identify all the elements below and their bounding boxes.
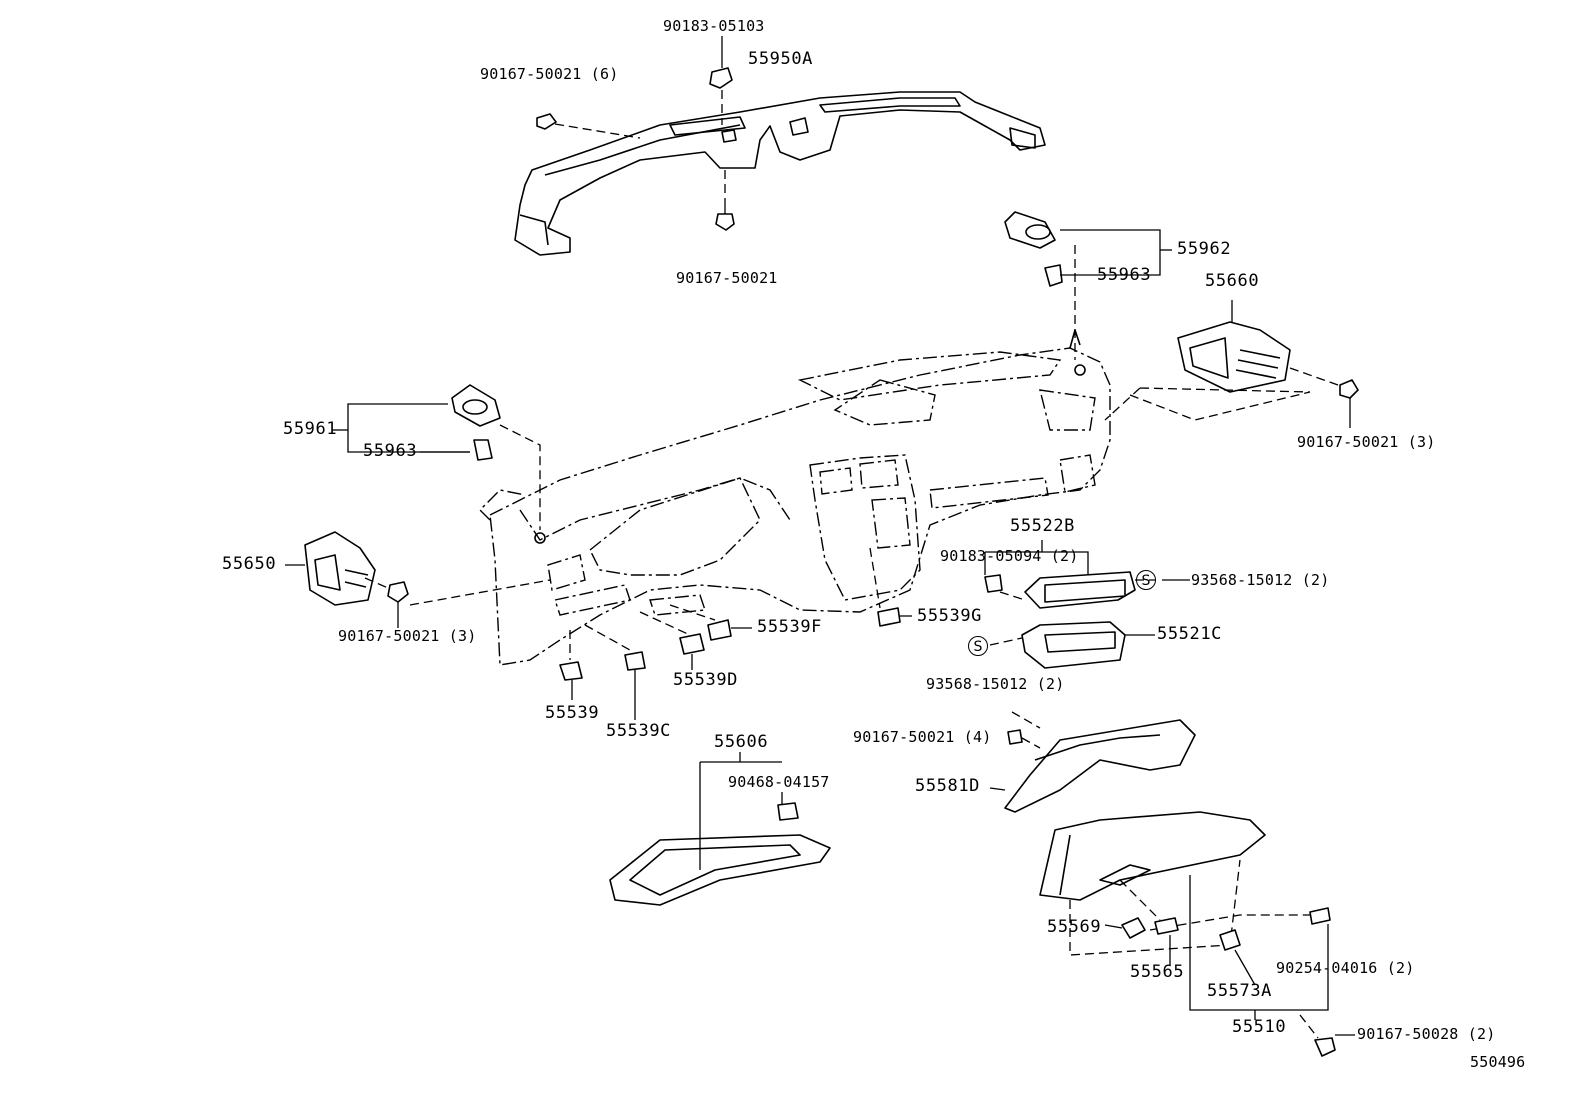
label-55539d: 55539D xyxy=(673,670,739,690)
label-55962: 55962 xyxy=(1177,239,1232,259)
label-55539g: 55539G xyxy=(917,606,983,626)
label-93568-15012-2-a: 93568-15012 (2) xyxy=(1191,571,1330,589)
register-55650-drawing xyxy=(304,531,376,606)
label-55539: 55539 xyxy=(545,703,600,723)
side-vent-55961-drawing xyxy=(451,384,501,461)
heater-duct-55950a xyxy=(514,91,1046,256)
label-90183-05103: 90183-05103 xyxy=(663,17,765,35)
label-55510: 55510 xyxy=(1232,1017,1287,1037)
label-90167-50021-3-left: 90167-50021 (3) xyxy=(338,627,477,645)
label-93568-15012-2-b: 93568-15012 (2) xyxy=(926,675,1065,693)
label-55565: 55565 xyxy=(1130,962,1185,982)
switch-55539f-drawing xyxy=(707,619,732,641)
label-90167-50028-2: 90167-50028 (2) xyxy=(1357,1025,1496,1043)
switch-55539d-drawing xyxy=(679,633,705,655)
diagram-id: 550496 xyxy=(1470,1053,1526,1071)
label-90254-04016-2: 90254-04016 (2) xyxy=(1276,959,1415,977)
s-symbol-a: S xyxy=(1136,570,1156,590)
bezel-55521c-drawing xyxy=(1021,621,1126,669)
label-55521c: 55521C xyxy=(1157,624,1223,644)
label-90183-05094-2: 90183-05094 (2) xyxy=(940,547,1079,565)
switch-55539c-drawing xyxy=(624,651,646,671)
label-55522b: 55522B xyxy=(1010,516,1076,536)
clip-90183-05103-drawing xyxy=(709,67,733,89)
support-55581d-drawing xyxy=(1004,719,1196,813)
glove-box-door-55606-drawing xyxy=(609,802,831,906)
label-90167-50021-top: 90167-50021 xyxy=(676,269,778,287)
label-55650: 55650 xyxy=(222,554,277,574)
switch-55539g-drawing xyxy=(877,607,901,627)
label-90167-50021-4: 90167-50021 (4) xyxy=(853,728,992,746)
label-90167-50021-6: 90167-50021 (6) xyxy=(480,65,619,83)
label-55963-right: 55963 xyxy=(1097,265,1152,285)
label-55539c: 55539C xyxy=(606,721,672,741)
label-55573a: 55573A xyxy=(1207,981,1273,1001)
label-55606: 55606 xyxy=(714,732,769,752)
glove-compartment-55510-drawing xyxy=(1039,811,1266,901)
label-55963-left: 55963 xyxy=(363,441,418,461)
switch-55539-drawing xyxy=(559,661,583,681)
clock-55522b-drawing xyxy=(984,571,1136,609)
label-90468-04157: 90468-04157 xyxy=(728,773,830,791)
side-vent-55962-drawing xyxy=(1004,211,1063,287)
screw-90167-50021-top-bottom-drawing xyxy=(715,205,735,231)
register-55660-drawing xyxy=(1177,321,1291,393)
label-55950a: 55950A xyxy=(748,49,814,69)
screw-90167-50021-top-left-drawing xyxy=(536,113,557,130)
label-55660: 55660 xyxy=(1205,271,1260,291)
instrument-panel-drawing xyxy=(479,329,1111,666)
label-55581d: 55581D xyxy=(915,776,981,796)
label-90167-50021-3-right: 90167-50021 (3) xyxy=(1297,433,1436,451)
s-symbol-b: S xyxy=(968,636,988,656)
label-55569: 55569 xyxy=(1047,917,1102,937)
label-55539f: 55539F xyxy=(757,617,823,637)
label-55961: 55961 xyxy=(283,419,338,439)
